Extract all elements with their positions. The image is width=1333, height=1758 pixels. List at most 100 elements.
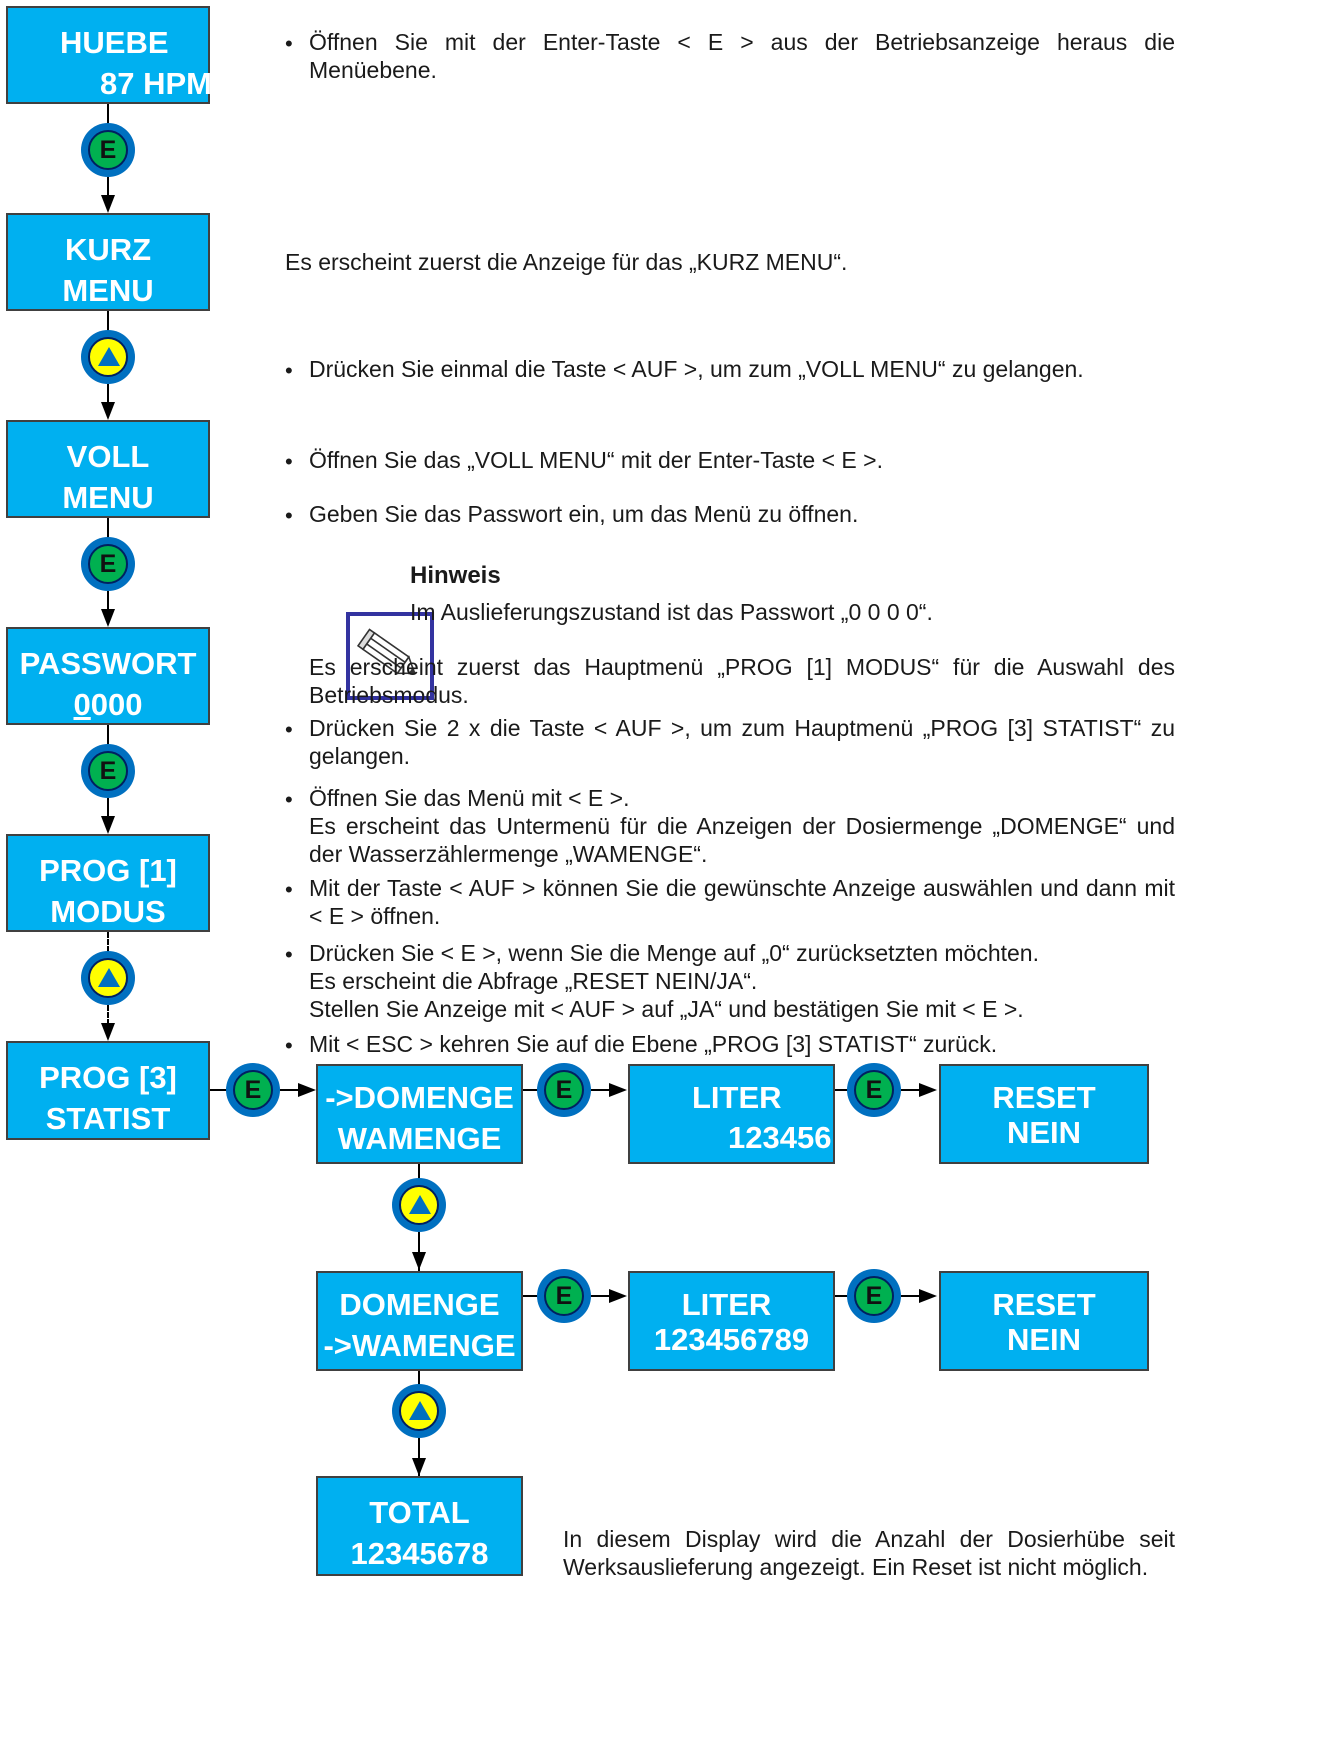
display-reset-wamenge: RESET NEIN bbox=[939, 1271, 1149, 1371]
connector-line bbox=[591, 1089, 611, 1091]
instruction-escape: Mit < ESC > kehren Sie auf die Ebene „PR… bbox=[309, 1031, 998, 1057]
display-line-2: 123456 bbox=[728, 1120, 832, 1155]
display-line-1: PROG [3] bbox=[39, 1060, 177, 1095]
bullet: • bbox=[285, 31, 293, 56]
display-line-2: NEIN bbox=[1006, 1115, 1082, 1150]
display-line-2: MENU bbox=[62, 273, 154, 308]
enter-key-icon: E bbox=[81, 744, 135, 798]
connector-line bbox=[901, 1089, 921, 1091]
password-cursor-digit: 0 bbox=[73, 687, 91, 722]
display-line-1: DOMENGE bbox=[339, 1287, 500, 1322]
connector-line bbox=[901, 1295, 921, 1297]
connector-line bbox=[107, 384, 109, 404]
display-line-1: PASSWORT bbox=[19, 646, 197, 681]
note-text: Im Auslieferungszustand ist das Passwort… bbox=[410, 599, 933, 625]
display-wamenge-selected: DOMENGE ->WAMENGE bbox=[316, 1271, 523, 1371]
display-line-2: STATIST bbox=[45, 1101, 171, 1136]
display-line-1: KURZ bbox=[64, 232, 152, 267]
instruction-reset-query: Es erscheint die Abfrage „RESET NEIN/JA“… bbox=[309, 968, 758, 994]
connector-line bbox=[523, 1089, 539, 1091]
connector-line-dashed bbox=[107, 932, 109, 952]
note-pencil-icon bbox=[346, 612, 434, 700]
password-digits: 000 bbox=[90, 687, 143, 722]
instruction-submenu-info: Es erscheint das Untermenü für die Anzei… bbox=[309, 813, 1175, 867]
connector-line bbox=[107, 311, 109, 331]
arrow-right-icon bbox=[609, 1083, 627, 1097]
arrow-down-icon bbox=[101, 816, 115, 834]
connector-line bbox=[591, 1295, 611, 1297]
up-key-icon bbox=[392, 1178, 446, 1232]
instruction-main-menu-prog1: Es erscheint zuerst das Hauptmenü „PROG … bbox=[309, 654, 1175, 708]
connector-line bbox=[835, 1295, 849, 1297]
bullet: • bbox=[285, 503, 293, 528]
display-line-1: VOLL bbox=[66, 439, 150, 474]
enter-key-icon: E bbox=[226, 1063, 280, 1117]
instruction-open-statist: Öffnen Sie das Menü mit < E >. bbox=[309, 785, 630, 811]
instruction-press-up: Drücken Sie einmal die Taste < AUF >, um… bbox=[309, 356, 1084, 382]
instruction-confirm-reset: Stellen Sie Anzeige mit < AUF > auf „JA“… bbox=[309, 996, 1024, 1022]
arrow-down-icon bbox=[101, 609, 115, 627]
display-line-2: NEIN bbox=[1006, 1322, 1082, 1357]
display-passwort: PASSWORT 0000 bbox=[6, 627, 210, 725]
instruction-open-menu: Öffnen Sie mit der Enter-Taste < E > aus… bbox=[309, 29, 1175, 83]
arrow-right-icon bbox=[919, 1083, 937, 1097]
display-line-1: ->DOMENGE bbox=[325, 1080, 514, 1115]
pencil-icon bbox=[356, 628, 416, 675]
enter-key-icon: E bbox=[847, 1269, 901, 1323]
bullet: • bbox=[285, 717, 293, 742]
display-line-2: 12345678 bbox=[350, 1536, 489, 1571]
enter-key-label: E bbox=[854, 1070, 894, 1110]
display-reset-domenge: RESET NEIN bbox=[939, 1064, 1149, 1164]
instruction-kurz-menu: Es erscheint zuerst die Anzeige für das … bbox=[285, 249, 848, 275]
enter-key-icon: E bbox=[537, 1269, 591, 1323]
connector-line bbox=[107, 518, 109, 538]
display-line-1: LITER bbox=[681, 1287, 772, 1322]
arrow-down-icon bbox=[101, 1023, 115, 1041]
enter-key-label: E bbox=[544, 1276, 584, 1316]
enter-key-icon: E bbox=[847, 1063, 901, 1117]
enter-key-icon: E bbox=[537, 1063, 591, 1117]
up-key-icon bbox=[392, 1384, 446, 1438]
enter-key-label: E bbox=[88, 751, 128, 791]
display-line-2: 123456789 bbox=[653, 1322, 810, 1357]
up-key-icon bbox=[81, 951, 135, 1005]
up-arrow-icon bbox=[98, 347, 120, 366]
display-prog-3-statist: PROG [3] STATIST bbox=[6, 1041, 210, 1140]
display-line-2: WAMENGE bbox=[337, 1121, 502, 1156]
display-prog-1-modus: PROG [1] MODUS bbox=[6, 834, 210, 932]
display-domenge-selected: ->DOMENGE WAMENGE bbox=[316, 1064, 523, 1164]
display-line-2: 0000 bbox=[8, 682, 208, 728]
instruction-reset-amount: Drücken Sie < E >, wenn Sie die Menge au… bbox=[309, 940, 1039, 966]
bullet: • bbox=[285, 942, 293, 967]
display-line-1: RESET bbox=[992, 1080, 1096, 1115]
display-line-2: MODUS bbox=[50, 894, 166, 929]
connector-line bbox=[418, 1164, 420, 1180]
display-line-1: LITER bbox=[692, 1080, 782, 1115]
arrow-right-icon bbox=[919, 1289, 937, 1303]
display-line-1: TOTAL bbox=[369, 1495, 470, 1530]
connector-line-dashed bbox=[107, 1005, 109, 1025]
connector-line bbox=[107, 591, 109, 611]
display-line-2: MENU bbox=[62, 480, 154, 515]
bullet: • bbox=[285, 787, 293, 812]
instruction-select-display: Mit der Taste < AUF > können Sie die gew… bbox=[309, 875, 1175, 929]
arrow-down-icon bbox=[412, 1252, 426, 1270]
up-arrow-icon bbox=[409, 1401, 431, 1420]
connector-line bbox=[418, 1371, 420, 1386]
display-huebe: HUEBE 87 HPM bbox=[6, 6, 212, 104]
enter-key-label: E bbox=[88, 544, 128, 584]
enter-key-label: E bbox=[88, 130, 128, 170]
instruction-enter-password: Geben Sie das Passwort ein, um das Menü … bbox=[309, 501, 859, 527]
bullet: • bbox=[285, 358, 293, 383]
display-voll-menu: VOLL MENU bbox=[6, 420, 210, 518]
arrow-down-icon bbox=[101, 402, 115, 420]
arrow-down-icon bbox=[412, 1458, 426, 1476]
connector-line bbox=[107, 177, 109, 197]
enter-key-icon: E bbox=[81, 537, 135, 591]
bullet: • bbox=[285, 449, 293, 474]
display-line-1: PROG [1] bbox=[39, 853, 177, 888]
connector-line bbox=[107, 104, 109, 124]
enter-key-label: E bbox=[544, 1070, 584, 1110]
up-arrow-icon bbox=[98, 968, 120, 987]
connector-line bbox=[107, 725, 109, 745]
